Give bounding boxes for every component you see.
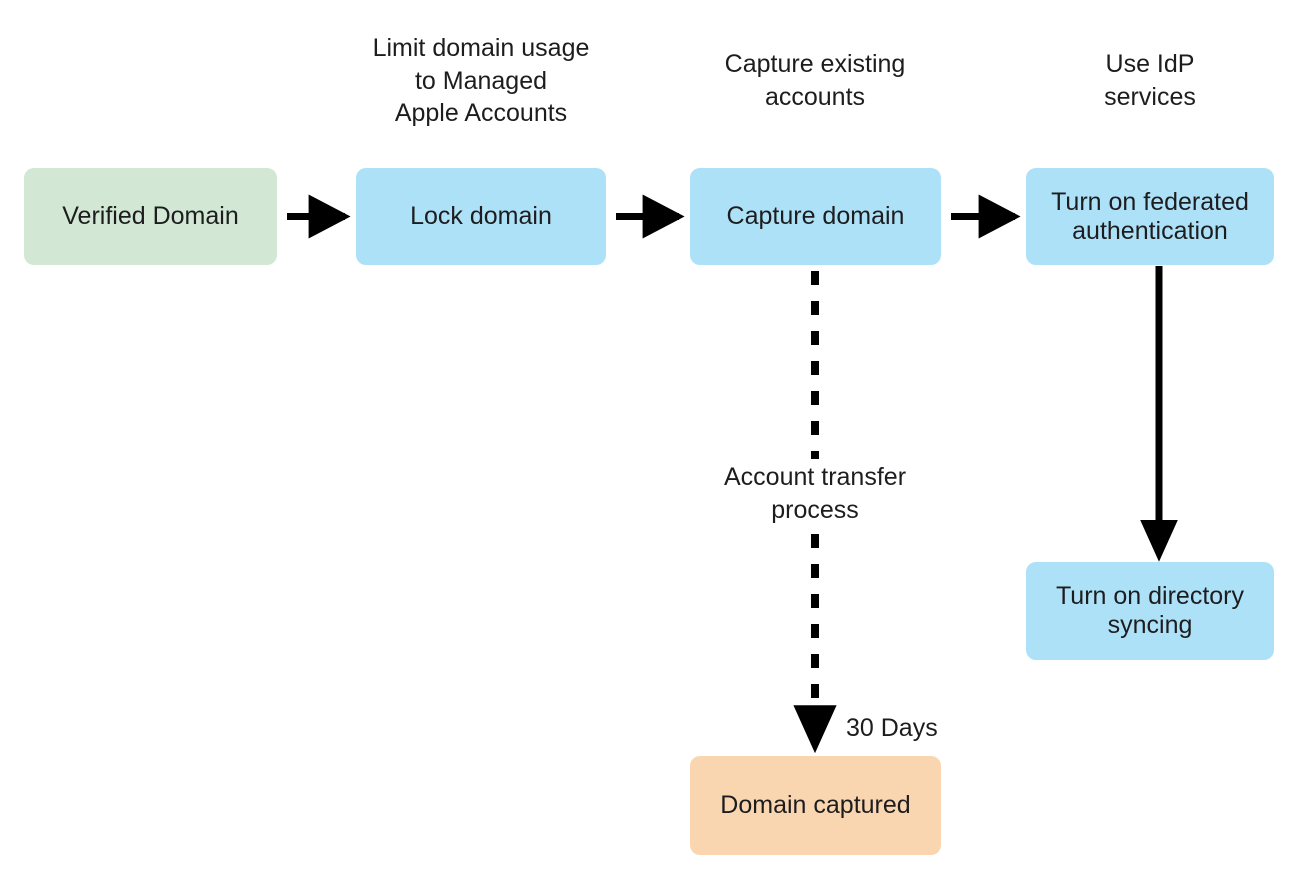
caption-capture-domain: Capture existing accounts	[724, 50, 906, 111]
node-lock-domain[interactable]: Lock domain	[356, 168, 606, 265]
node-domain-captured[interactable]: Domain captured	[690, 756, 941, 855]
caption-federated-authentication: Use IdP services	[1104, 50, 1196, 111]
node-verified-domain[interactable]: Verified Domain	[24, 168, 277, 265]
edge-label-account-transfer-process: Account transfer process	[723, 463, 907, 524]
node-capture-domain[interactable]: Capture domain	[690, 168, 941, 265]
caption-lock-domain: Limit domain usage to Managed Apple Acco…	[372, 34, 590, 127]
edge-label-thirty-days: 30 Days	[846, 714, 938, 742]
node-directory-syncing[interactable]: Turn on directory syncing	[1026, 562, 1274, 660]
node-federated-authentication[interactable]: Turn on federated authentication	[1026, 168, 1274, 265]
